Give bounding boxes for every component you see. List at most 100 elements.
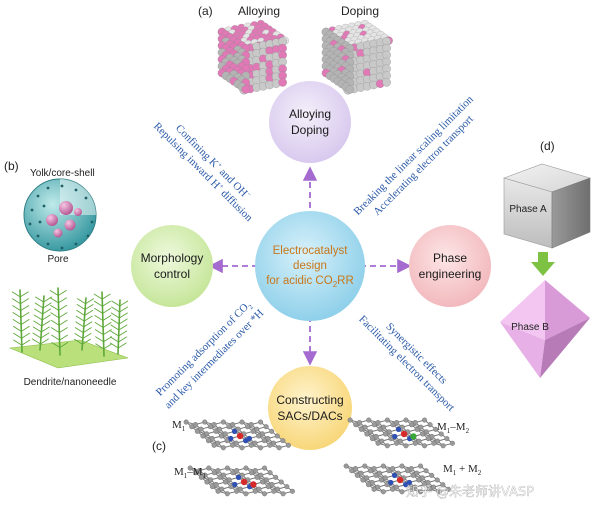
carbon-atom — [373, 433, 379, 439]
carbon-atom — [364, 475, 370, 481]
needle-branch — [19, 291, 29, 298]
carbon-atom — [362, 463, 368, 469]
carbon-atom — [382, 475, 388, 481]
metal-atom — [410, 433, 417, 440]
center-line3: for acidic CO2RR — [266, 275, 354, 289]
carbon-atom — [444, 436, 450, 442]
needle-branch — [35, 296, 45, 303]
pore-dot — [28, 222, 32, 226]
carbon-atom — [194, 428, 200, 434]
carbon-atom — [206, 465, 212, 471]
carbon-atom — [187, 465, 193, 471]
needle-branch — [20, 318, 30, 325]
carbon-atom — [274, 433, 280, 439]
carbon-atom — [183, 419, 189, 425]
panel-b-label: (b) — [4, 159, 19, 173]
carbon-atom — [397, 438, 403, 444]
carbon-atom — [269, 428, 275, 434]
nitrogen-atom — [243, 438, 249, 444]
center-hub — [255, 211, 365, 321]
metal-atom — [396, 476, 404, 484]
carbon-atom — [269, 481, 275, 487]
needle-branch — [58, 312, 68, 319]
dac-label-m1-plus-m2: M1 + M2 — [443, 463, 482, 477]
carbon-atom — [252, 488, 258, 494]
carbon-atom — [408, 466, 414, 472]
carbon-atom — [248, 442, 254, 448]
carbon-atom — [375, 440, 381, 446]
carbon-atom — [213, 481, 219, 487]
carbon-atom — [267, 470, 273, 476]
needle-branch — [21, 332, 31, 339]
carbon-atom — [362, 424, 368, 430]
needle-branch — [84, 304, 94, 311]
carbon-atom — [381, 424, 387, 430]
carbon-atom — [261, 438, 267, 444]
nitrogen-atom — [235, 474, 242, 480]
needle-branch — [119, 306, 129, 313]
pore-dot — [86, 234, 90, 238]
branch-top-left-line2: Repulsing inward H+ diffusion — [151, 119, 256, 224]
phase-a-cube — [503, 163, 591, 249]
phase-transition-arrow — [531, 252, 555, 276]
atom — [241, 85, 251, 94]
needle-stalk — [81, 297, 87, 351]
needle-branch — [12, 325, 22, 332]
carbon-atom — [399, 489, 405, 495]
needle-branch — [50, 327, 60, 334]
needle-branch — [94, 307, 104, 314]
needle-branch — [42, 308, 52, 315]
carbon-atom — [366, 417, 372, 423]
carbon-atom — [230, 470, 236, 476]
needle-branch — [76, 309, 86, 316]
carbon-atom — [367, 468, 373, 474]
carbon-atom — [409, 422, 415, 428]
needle-branch — [50, 304, 60, 311]
nitrogen-atom — [392, 433, 398, 440]
branch-top-right-line2: Accelerating electron transport — [371, 113, 476, 218]
pore-dot — [60, 246, 64, 250]
carbon-atom — [237, 486, 243, 492]
carbon-atom — [353, 422, 359, 428]
carbon-atom — [204, 431, 210, 437]
carbon-atom — [259, 431, 265, 437]
needle-branch — [76, 304, 86, 311]
needle-branch — [110, 312, 120, 319]
needle-branch — [102, 322, 112, 329]
carbon-atom — [412, 484, 418, 490]
carbon-atom — [243, 465, 249, 471]
right-node-line1: Phase — [433, 251, 467, 265]
carbon-atom — [377, 426, 383, 432]
right-node-line2: engineering — [419, 267, 482, 281]
carbon-atom — [204, 479, 210, 485]
carbon-atom — [224, 491, 230, 497]
carbon-atom — [215, 488, 221, 494]
carbon-atom — [221, 472, 227, 478]
needle-branch — [103, 343, 113, 350]
nitrogen-atom — [228, 435, 234, 442]
left-node-line1: Morphology — [141, 251, 204, 265]
needle-branch — [42, 302, 52, 309]
needle-branch — [20, 305, 30, 312]
bottom-node-line2: SACs/DACs — [277, 409, 342, 423]
alloying-cube-label: Alloying — [238, 4, 280, 18]
needle-branch — [118, 318, 128, 325]
needle-branch — [21, 339, 31, 346]
carbon-atom — [422, 417, 428, 423]
carbon-atom — [369, 479, 375, 485]
needle-branch — [117, 336, 127, 343]
carbon-atom — [222, 479, 228, 485]
needle-branch — [75, 321, 85, 328]
carbon-atom — [433, 426, 439, 432]
needle-stalk — [101, 291, 105, 357]
pore-dot — [46, 186, 50, 190]
carbon-atom — [414, 470, 420, 476]
needle-branch — [118, 312, 128, 319]
carbon-atom — [265, 484, 271, 490]
phase-engineering-node — [409, 225, 491, 307]
needle-branch — [11, 298, 21, 305]
carbon-atom — [356, 420, 362, 426]
carbon-atom — [211, 442, 217, 448]
needle-branch — [57, 289, 67, 296]
dashed-arrows — [208, 166, 412, 366]
